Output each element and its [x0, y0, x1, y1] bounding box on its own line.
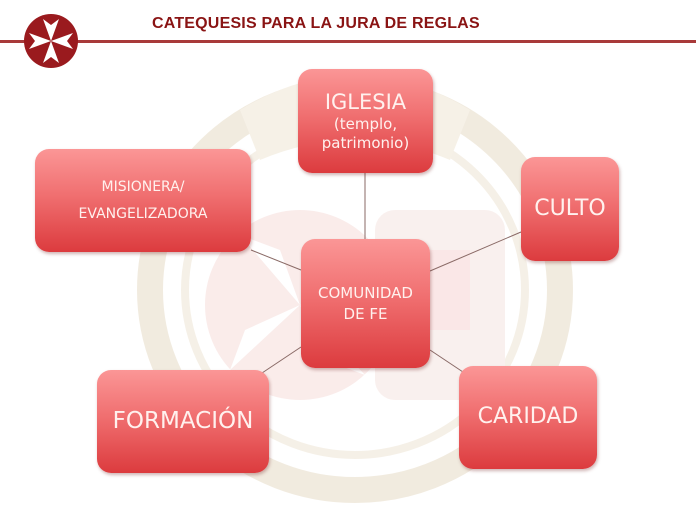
- node-misionera: MISIONERA/ EVANGELIZADORA: [35, 149, 251, 252]
- node-misionera-line-2: EVANGELIZADORA: [78, 205, 208, 222]
- node-comunidad-line-1: COMUNIDAD: [318, 284, 413, 303]
- header-divider: [0, 40, 696, 43]
- node-comunidad-line-2: DE FE: [343, 304, 388, 323]
- node-iglesia-sub-2: patrimonio): [321, 133, 410, 152]
- maltese-cross-icon: [24, 14, 78, 68]
- node-iglesia: IGLESIA (templo, patrimonio): [298, 69, 433, 173]
- node-comunidad-de-fe: COMUNIDAD DE FE: [301, 239, 430, 368]
- node-iglesia-title: IGLESIA: [324, 89, 407, 114]
- node-culto-label: CULTO: [534, 195, 606, 221]
- node-caridad-label: CARIDAD: [477, 404, 579, 430]
- page-title: CATEQUESIS PARA LA JURA DE REGLAS: [152, 15, 480, 32]
- node-formacion: FORMACIÓN: [97, 370, 269, 473]
- node-formacion-label: FORMACIÓN: [112, 407, 254, 434]
- node-iglesia-sub-1: (templo,: [333, 114, 398, 133]
- node-culto: CULTO: [521, 157, 619, 261]
- node-misionera-line-1: MISIONERA/: [101, 178, 185, 195]
- node-caridad: CARIDAD: [459, 366, 597, 469]
